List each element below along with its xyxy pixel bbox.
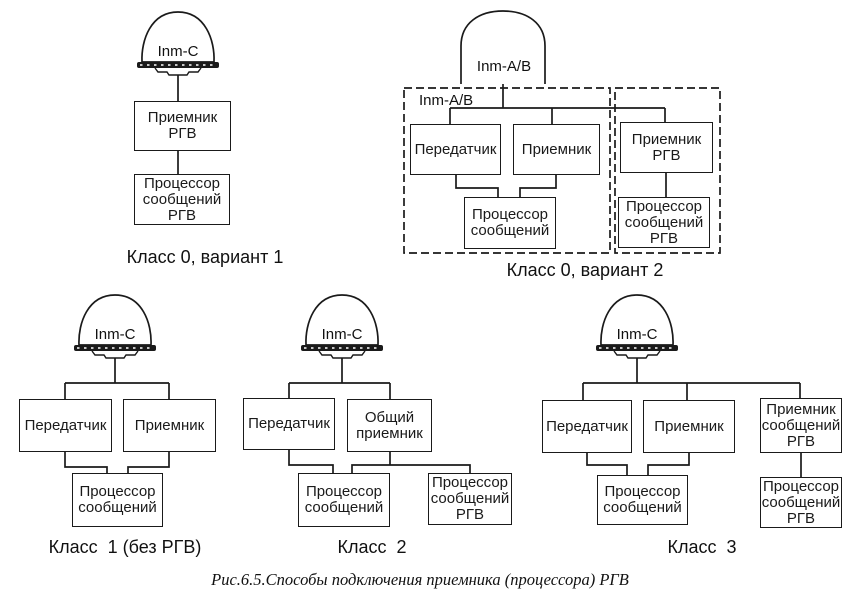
class2-common-receiver-box: Общий приемник xyxy=(347,399,432,452)
antenna-label-2: Inm-A/B xyxy=(477,58,531,75)
class0v2-processor-box: Процессор сообщений xyxy=(464,197,556,249)
antenna-label-1: Inm-C xyxy=(158,43,199,60)
antenna-label-4: Inm-C xyxy=(322,326,363,343)
class0v2-receiver-box: Приемник xyxy=(513,124,600,175)
class0v2-connectors xyxy=(449,84,667,197)
class3-egc-receiver-box: Приемник сообщений РГВ xyxy=(760,398,842,453)
class1-receiver-box: Приемник xyxy=(123,399,216,452)
class1-caption: Класс 1 (без РГВ) xyxy=(48,537,202,557)
class0v2-egc-receiver-box: Приемник РГВ xyxy=(620,122,713,173)
class3-egc-processor-box: Процессор сообщений РГВ xyxy=(760,477,842,528)
antenna-dome-inmc-3 xyxy=(301,294,383,359)
antenna-label-3: Inm-C xyxy=(95,326,136,343)
class2-transmitter-box: Передатчик xyxy=(243,398,335,450)
class2-caption: Класс 2 xyxy=(337,537,407,557)
class0v2-caption: Класс 0, вариант 2 xyxy=(506,260,664,280)
class1-transmitter-box: Передатчик xyxy=(19,399,112,452)
class1-processor-box: Процессор сообщений xyxy=(72,473,163,527)
antenna-dome-inmc-2 xyxy=(74,294,156,359)
inm-ab-group-label: Inm-A/B xyxy=(419,92,474,109)
inm-ab-dashed-group xyxy=(403,87,611,254)
class0v1-egc-receiver-box: Приемник РГВ xyxy=(134,101,231,151)
antenna-dome-inmab xyxy=(460,10,546,84)
class2-egc-processor-box: Процессор сообщений РГВ xyxy=(428,473,512,525)
class0v2-egc-processor-box: Процессор сообщений РГВ xyxy=(618,197,710,248)
antenna-dome-inmc-1 xyxy=(137,11,219,76)
class3-processor-box: Процессор сообщений xyxy=(597,475,688,525)
figure-caption: Рис.6.5.Способы подключения приемника (п… xyxy=(211,570,629,589)
class2-connectors xyxy=(288,358,471,473)
egc-dashed-group xyxy=(614,87,721,254)
class3-caption: Класс 3 xyxy=(667,537,737,557)
class0v1-egc-processor-box: Процессор сообщений РГВ xyxy=(134,174,230,225)
class0v2-transmitter-box: Передатчик xyxy=(410,124,501,175)
class2-processor-box: Процессор сообщений xyxy=(298,473,390,527)
antenna-dome-inmc-4 xyxy=(596,294,678,359)
class3-transmitter-box: Передатчик xyxy=(542,400,632,453)
class1-connectors xyxy=(64,358,170,473)
antenna-label-5: Inm-C xyxy=(617,326,658,343)
class3-receiver-box: Приемник xyxy=(643,400,735,453)
class3-connectors xyxy=(582,358,802,477)
class0v1-caption: Класс 0, вариант 1 xyxy=(126,247,284,267)
